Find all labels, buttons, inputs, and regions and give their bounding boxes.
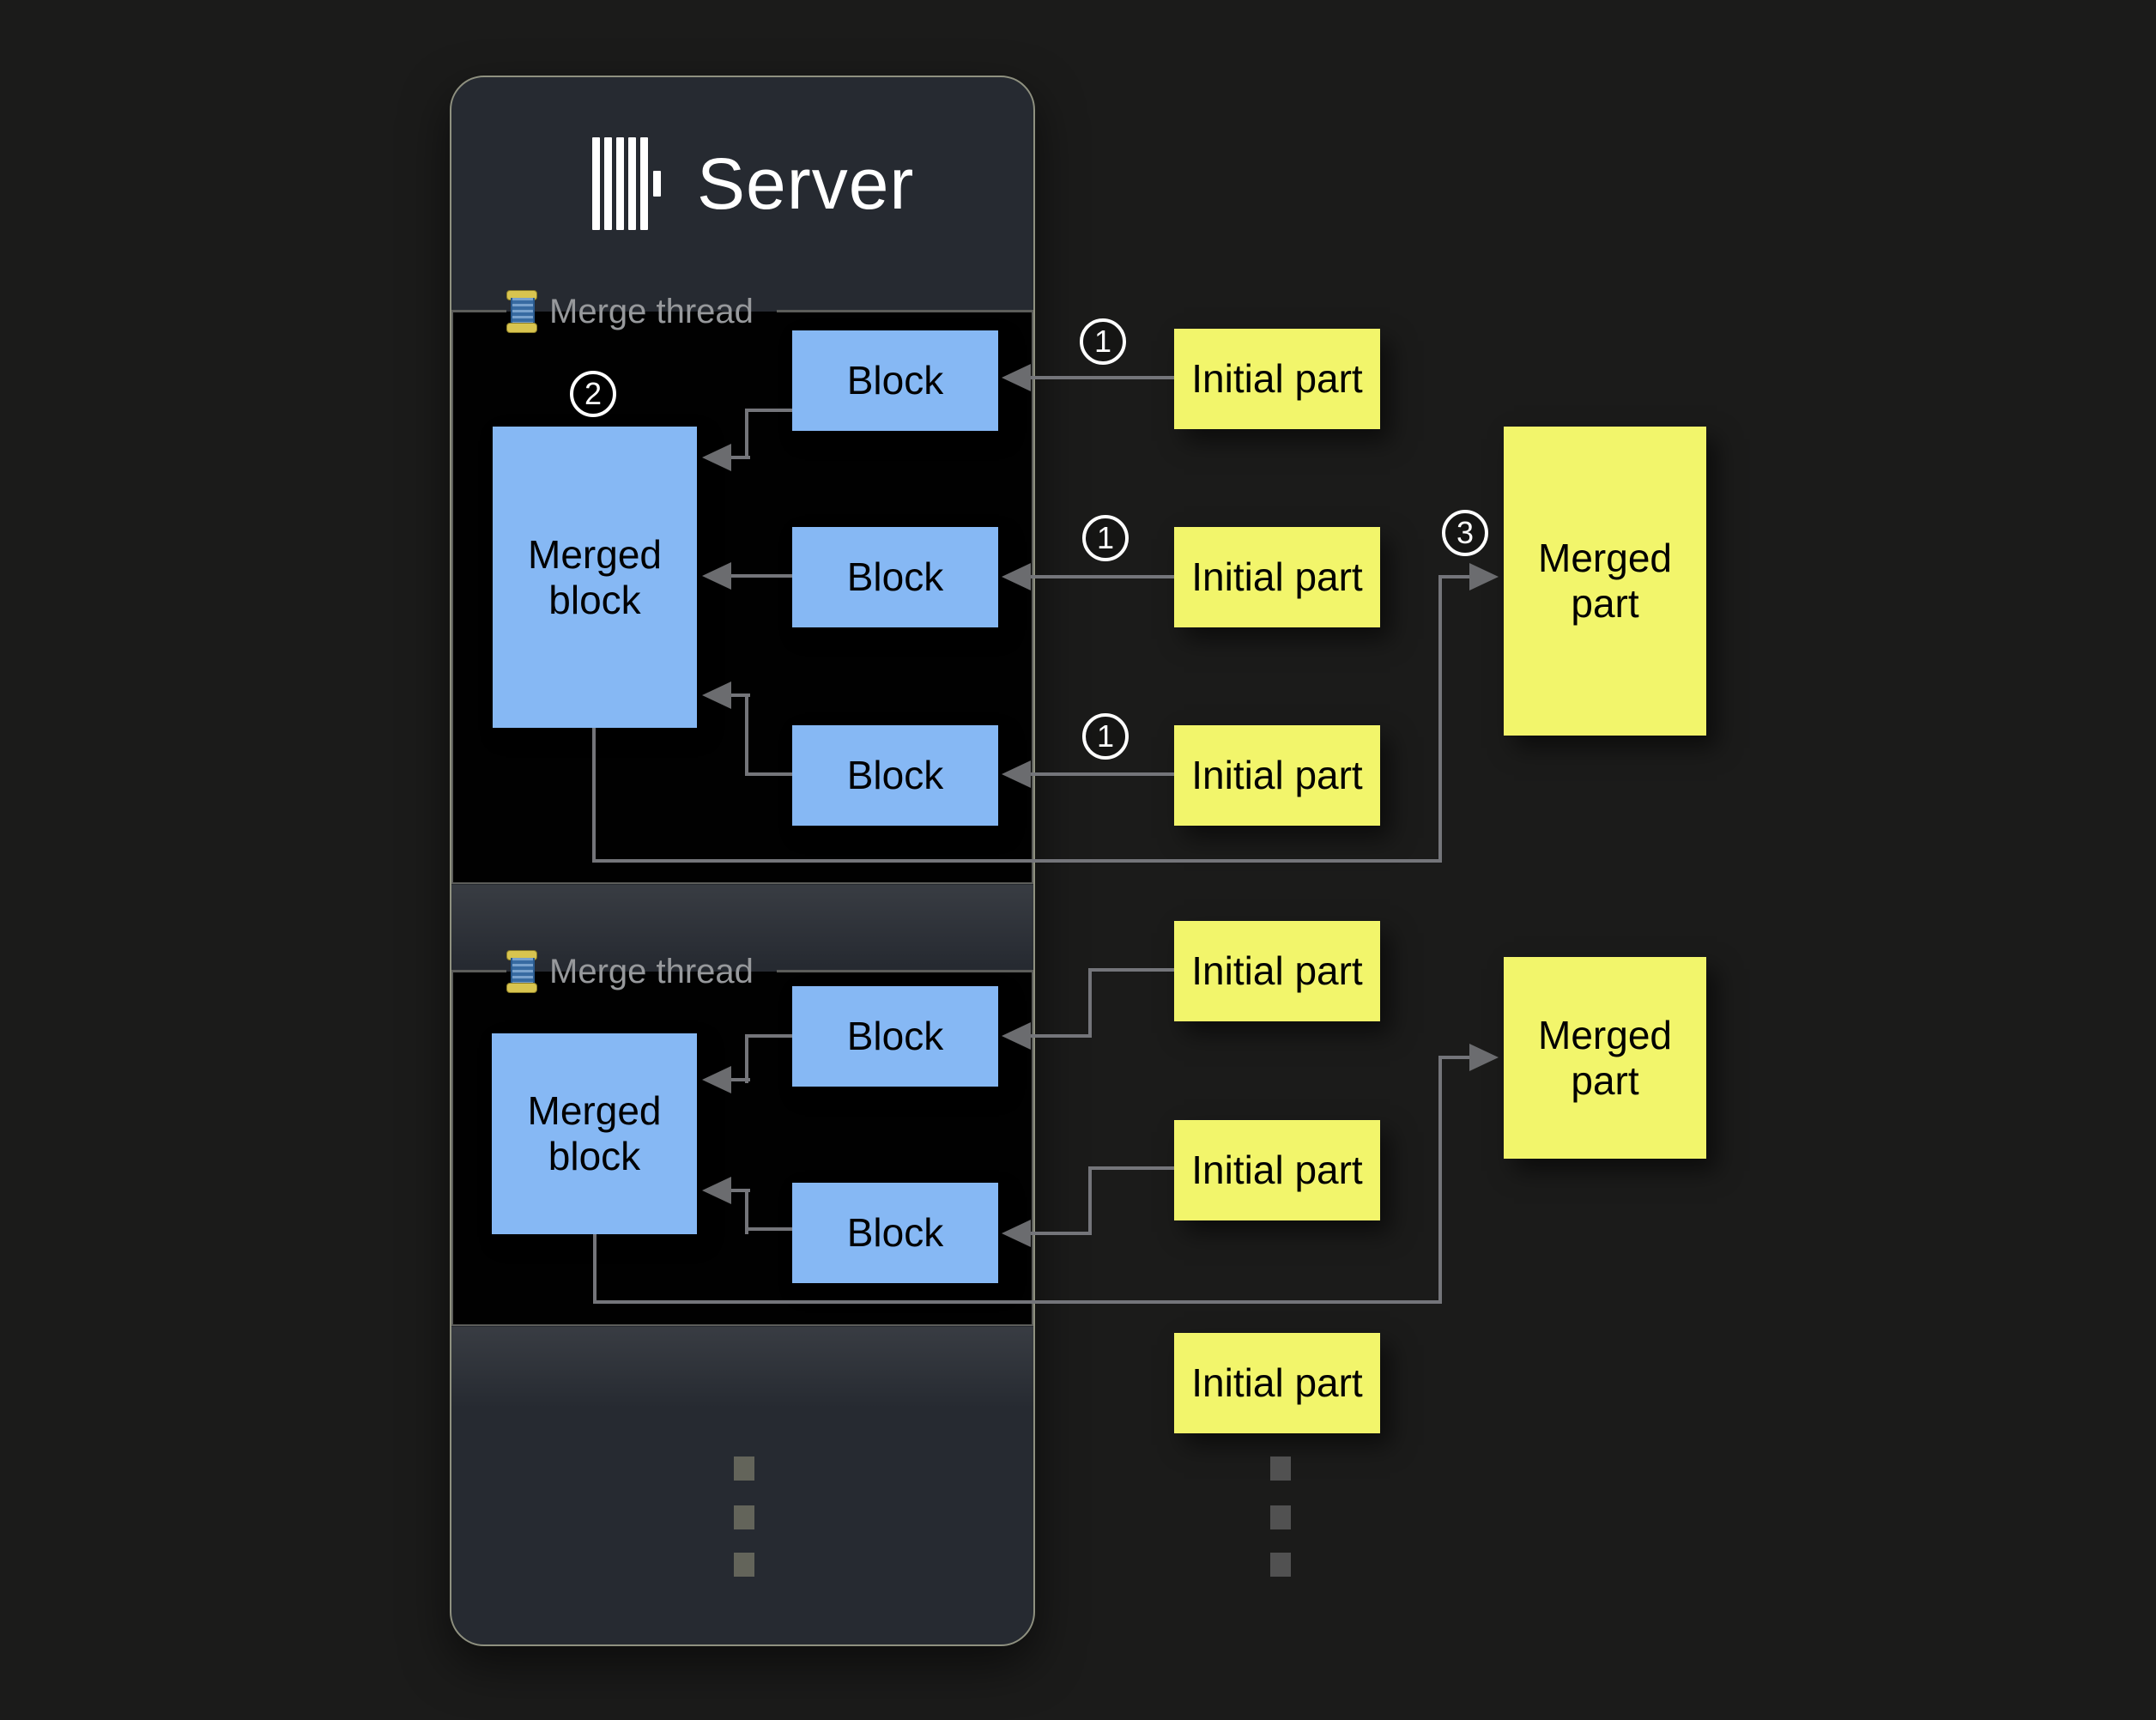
block-2-1: Block [792,986,998,1087]
initial-part-3: Initial part [1174,725,1380,826]
connector-line [1031,376,1174,379]
panel-gap-highlight [451,885,1033,966]
ellipsis-dot [1270,1457,1291,1481]
step-1-badge: 1 [1082,713,1129,760]
connector-line [745,1034,792,1038]
ellipsis-dot [734,1553,754,1577]
connector-line [745,1189,748,1234]
panel-gap-highlight [451,1327,1033,1408]
merge-thread-label-2: Merge thread [506,949,754,994]
arrowhead-left-icon [702,562,731,590]
arrowhead-right-icon [1469,1044,1499,1071]
arrowhead-right-icon [1469,563,1499,590]
connector-line [1088,1166,1092,1235]
merged-block-2: Merged block [492,1033,697,1234]
thread2-top-border-left [451,970,506,972]
connector-line [1088,968,1174,972]
step-3-badge: 3 [1442,510,1488,556]
merged-block-1: Merged block [493,427,697,728]
arrowhead-left-icon [1002,760,1031,788]
initial-part-2: Initial part [1174,527,1380,627]
connector-line [730,574,792,578]
connector-line [745,1227,792,1231]
connector-line [593,1234,597,1304]
connector-line [1088,1166,1174,1170]
connector-line [745,409,748,459]
clickhouse-logo-icon [592,137,661,230]
connector-line [593,1300,1442,1304]
thread1-top-border-right [777,310,1033,312]
block-1-3: Block [792,725,998,826]
merge-thread-label-text: Merge thread [549,952,754,990]
ellipsis-dot [734,1505,754,1529]
thread2-top-border-right [777,970,1033,972]
arrowhead-left-icon [702,1177,731,1204]
thread1-top-border-left [451,310,506,312]
connector-line [1438,575,1442,863]
connector-line [745,1034,748,1083]
connector-line [1031,1232,1090,1235]
connector-line [745,693,748,776]
arrowhead-left-icon [702,1066,731,1093]
connector-line [745,409,792,412]
connector-line [1031,1034,1090,1038]
arrowhead-left-icon [702,444,731,471]
connector-line [1438,575,1469,578]
ellipsis-dot [1270,1553,1291,1577]
connector-line [592,859,1442,863]
initial-part-6: Initial part [1174,1333,1380,1433]
connector-line [730,1189,750,1192]
server-header: Server [592,136,914,232]
connector-line [592,728,596,863]
merge-thread-label-1: Merge thread [506,289,754,334]
merged-part-2: Merged part [1504,957,1706,1159]
connector-line [730,456,750,459]
connector-line [1088,968,1092,1038]
connector-line [1031,575,1174,578]
initial-part-5: Initial part [1174,1120,1380,1220]
connector-line [730,693,750,697]
connector-line [1438,1056,1442,1304]
step-1-badge: 1 [1082,515,1129,561]
ellipsis-dot [1270,1505,1291,1529]
arrowhead-left-icon [1002,1220,1031,1247]
connector-line [1438,1056,1469,1059]
server-title: Server [697,142,915,224]
thread-spool-icon [506,950,537,993]
thread-spool-icon [506,290,537,333]
arrowhead-left-icon [1002,364,1031,391]
initial-part-4: Initial part [1174,921,1380,1021]
connector-line [1031,772,1174,776]
step-1-badge: 1 [1080,318,1126,365]
block-1-2: Block [792,527,998,627]
arrowhead-left-icon [1002,563,1031,590]
arrowhead-left-icon [1002,1022,1031,1050]
block-2-2: Block [792,1183,998,1283]
connector-line [730,1078,750,1081]
arrowhead-left-icon [702,681,731,709]
step-2-badge: 2 [570,371,616,417]
merged-part-1: Merged part [1504,427,1706,736]
connector-line [745,772,792,776]
merge-thread-label-text: Merge thread [549,292,754,330]
initial-part-1: Initial part [1174,329,1380,429]
ellipsis-dot [734,1457,754,1481]
block-1-1: Block [792,330,998,431]
